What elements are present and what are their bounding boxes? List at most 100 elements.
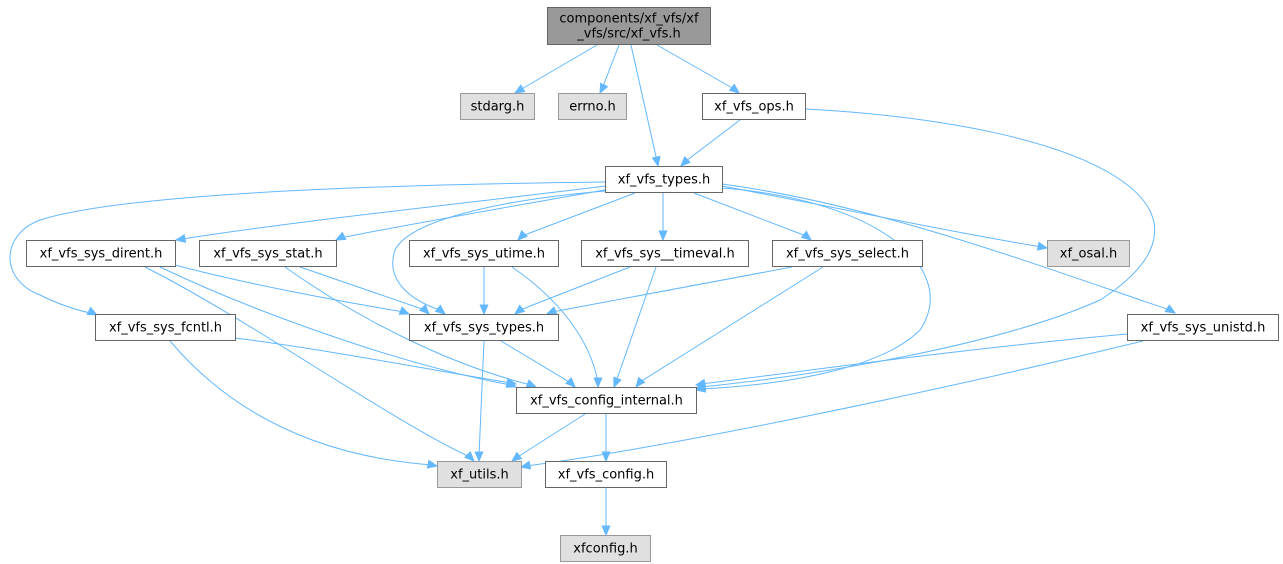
node-box bbox=[547, 7, 711, 45]
edge-types-to-utime bbox=[517, 192, 636, 241]
edge-line bbox=[519, 44, 598, 91]
node-box bbox=[581, 240, 749, 267]
edge-utime-to-cfgint bbox=[511, 266, 603, 389]
edge-line bbox=[284, 266, 532, 386]
edge-arrowhead bbox=[525, 379, 538, 388]
edge-types-to-fcntl bbox=[9, 181, 606, 316]
edge-arrowhead bbox=[517, 230, 528, 241]
node-systypes[interactable]: xf_vfs_sys_types.h bbox=[409, 314, 559, 341]
node-label: xf_vfs_sys__timeval.h bbox=[595, 247, 735, 262]
edge-types-to-unistd bbox=[721, 183, 1177, 314]
edge-arrowhead bbox=[680, 156, 691, 167]
node-types[interactable]: xf_vfs_types.h bbox=[605, 166, 723, 193]
node-select[interactable]: xf_vfs_sys_select.h bbox=[772, 240, 923, 267]
edge-arrowhead bbox=[1036, 241, 1049, 251]
edge-arrowhead bbox=[800, 230, 813, 241]
node-stat[interactable]: xf_vfs_sys_stat.h bbox=[199, 240, 337, 267]
edge-line bbox=[9, 181, 606, 315]
edge-arrowhead bbox=[334, 231, 347, 241]
node-cfgint[interactable]: xf_vfs_config_internal.h bbox=[516, 387, 697, 414]
edge-line bbox=[700, 187, 931, 390]
edge-root-to-ops bbox=[656, 44, 741, 94]
edge-fcntl-to-utils bbox=[169, 340, 439, 469]
node-cfg[interactable]: xf_vfs_config.h bbox=[545, 461, 667, 488]
node-utime[interactable]: xf_vfs_sys_utime.h bbox=[409, 240, 559, 267]
node-box bbox=[26, 240, 176, 267]
node-ops[interactable]: xf_vfs_ops.h bbox=[702, 93, 806, 120]
edge-arrowhead bbox=[593, 377, 603, 389]
edge-types-to-stat bbox=[334, 188, 611, 241]
edge-line bbox=[656, 44, 735, 90]
node-box bbox=[560, 535, 651, 562]
edge-arrowhead bbox=[599, 82, 609, 95]
edge-line bbox=[181, 185, 607, 240]
edge-line bbox=[615, 266, 657, 383]
edge-ops-to-types bbox=[680, 119, 741, 167]
edge-line bbox=[721, 185, 1043, 248]
edge-line bbox=[144, 266, 471, 458]
node-box bbox=[199, 240, 337, 267]
edge-line bbox=[299, 266, 426, 311]
edge-arrowhead bbox=[1164, 304, 1177, 314]
edge-root-to-types bbox=[630, 44, 661, 168]
node-label: xf_vfs_sys_select.h bbox=[786, 247, 909, 262]
node-osal: xf_osal.h bbox=[1047, 240, 1130, 267]
node-fcntl[interactable]: xf_vfs_sys_fcntl.h bbox=[95, 314, 236, 341]
edge-fcntl-to-cfgint bbox=[234, 337, 518, 387]
node-dirent[interactable]: xf_vfs_sys_dirent.h bbox=[26, 240, 176, 267]
node-root[interactable]: components/xf_vfs/xf_vfs/src/xf_vfs.h bbox=[547, 7, 711, 45]
node-label: xf_vfs_sys_unistd.h bbox=[1141, 321, 1266, 336]
node-label: xf_vfs_config_internal.h bbox=[530, 394, 683, 409]
edge-select-to-systypes bbox=[545, 266, 793, 315]
node-stdarg: stdarg.h bbox=[460, 93, 535, 120]
edge-line bbox=[234, 337, 512, 384]
edge-select-to-cfgint bbox=[635, 266, 824, 389]
node-label: xf_utils.h bbox=[450, 468, 508, 483]
edge-arrowhead bbox=[419, 304, 430, 315]
node-label: xf_vfs_sys_utime.h bbox=[423, 247, 545, 262]
node-box bbox=[516, 387, 697, 414]
edge-arrowhead bbox=[613, 376, 622, 389]
node-label: xf_vfs_sys_types.h bbox=[424, 321, 544, 336]
edge-arrowhead bbox=[479, 304, 489, 316]
edge-arrowhead bbox=[658, 230, 668, 242]
edge-systypes-to-utils bbox=[474, 340, 485, 463]
edge-arrowhead bbox=[434, 304, 447, 315]
node-label: _vfs/src/xf_vfs.h bbox=[576, 27, 680, 42]
edge-unistd-to-utils bbox=[519, 340, 1144, 470]
edge-line bbox=[478, 340, 485, 457]
edge-line bbox=[519, 266, 631, 311]
edge-arrowhead bbox=[505, 377, 518, 387]
edge-timeval-to-systypes bbox=[513, 266, 631, 315]
edge-line bbox=[169, 340, 433, 466]
edge-arrowhead bbox=[728, 83, 741, 94]
node-box bbox=[409, 240, 559, 267]
edge-line bbox=[511, 266, 599, 383]
edge-arrowhead bbox=[426, 459, 439, 469]
edge-arrowhead bbox=[86, 306, 99, 316]
edge-timeval-to-cfgint bbox=[613, 266, 657, 389]
node-unistd[interactable]: xf_vfs_sys_unistd.h bbox=[1127, 314, 1279, 341]
edge-line bbox=[515, 413, 586, 459]
edge-cfgint-to-utils bbox=[510, 413, 586, 462]
node-errno: errno.h bbox=[558, 93, 627, 120]
edge-dirent-to-systypes bbox=[174, 264, 411, 315]
node-label: errno.h bbox=[569, 100, 616, 115]
edge-types-to-cfgint bbox=[694, 187, 931, 393]
edge-arrowhead bbox=[464, 451, 475, 462]
edge-arrowhead bbox=[601, 451, 611, 463]
node-timeval[interactable]: xf_vfs_sys__timeval.h bbox=[581, 240, 749, 267]
edge-line bbox=[639, 266, 824, 383]
edge-types-to-dirent bbox=[174, 185, 607, 243]
node-box bbox=[1127, 314, 1279, 341]
edge-line bbox=[700, 333, 1128, 385]
node-label: xfconfig.h bbox=[573, 542, 637, 557]
edge-systypes-to-cfgint bbox=[500, 340, 576, 388]
edge-arrowhead bbox=[565, 377, 576, 388]
edge-unistd-to-cfgint bbox=[694, 333, 1128, 388]
edge-cfgint-to-cfg bbox=[601, 414, 611, 463]
edge-line bbox=[601, 44, 620, 90]
node-label: xf_osal.h bbox=[1060, 247, 1117, 262]
edge-line bbox=[551, 266, 793, 313]
